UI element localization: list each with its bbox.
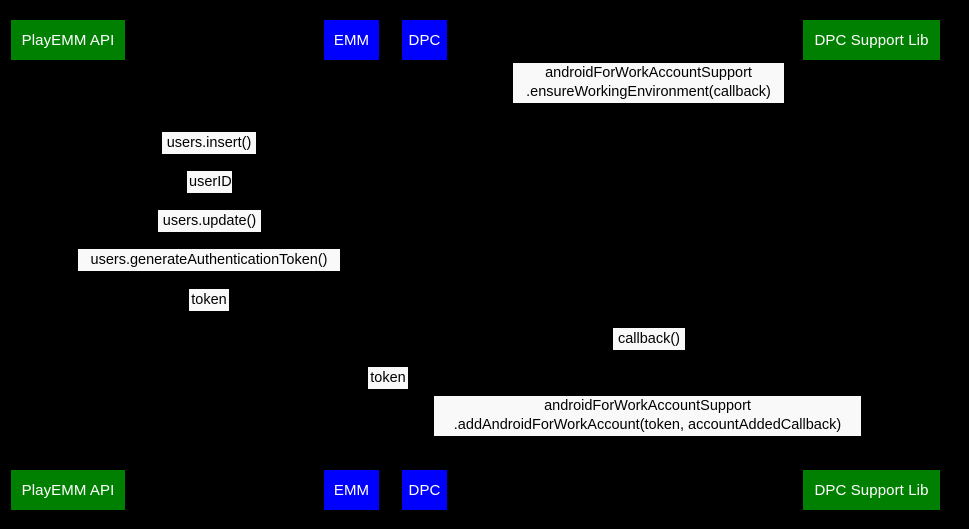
lifeline-header-playemm-api-label: PlayEMM API — [21, 31, 115, 49]
lifeline-footer-dpc-support-lib[interactable]: DPC Support Lib — [803, 470, 940, 510]
message-add-android-for-work-account[interactable]: androidForWorkAccountSupport .addAndroid… — [434, 396, 861, 436]
message-callback[interactable]: callback() — [613, 328, 685, 350]
lifeline-footer-emm[interactable]: EMM — [324, 470, 379, 510]
message-ensure-working-environment-line2: .ensureWorkingEnvironment(callback) — [526, 84, 771, 100]
message-token-upper[interactable]: token — [189, 289, 229, 311]
lifeline-header-emm[interactable]: EMM — [324, 20, 379, 60]
message-users-update[interactable]: users.update() — [158, 210, 261, 232]
message-add-android-for-work-account-line2: .addAndroidForWorkAccount(token, account… — [453, 417, 842, 433]
message-ensure-working-environment[interactable]: androidForWorkAccountSupport .ensureWork… — [513, 63, 784, 103]
message-add-android-for-work-account-line1: androidForWorkAccountSupport — [544, 398, 751, 414]
message-users-generate-authentication-token[interactable]: users.generateAuthenticationToken() — [78, 249, 340, 271]
lifeline-footer-emm-label: EMM — [333, 481, 370, 499]
message-token-lower-label: token — [370, 369, 406, 386]
message-users-update-label: users.update() — [162, 212, 257, 229]
lifeline-header-dpc[interactable]: DPC — [402, 20, 447, 60]
message-token-lower[interactable]: token — [368, 367, 408, 389]
lifeline-header-dpc-support-lib[interactable]: DPC Support Lib — [803, 20, 940, 60]
lifeline-footer-playemm-api-label: PlayEMM API — [21, 481, 115, 499]
message-users-insert-label: users.insert() — [166, 134, 252, 151]
lifeline-header-dpc-label: DPC — [408, 31, 441, 49]
message-users-insert[interactable]: users.insert() — [162, 132, 256, 154]
message-user-id-label: userID — [189, 173, 232, 190]
message-users-generate-authentication-token-label: users.generateAuthenticationToken() — [90, 251, 328, 268]
lifeline-footer-dpc[interactable]: DPC — [402, 470, 447, 510]
lifeline-header-playemm-api[interactable]: PlayEMM API — [11, 20, 125, 60]
lifeline-footer-dpc-support-lib-label: DPC Support Lib — [814, 481, 929, 499]
lifeline-footer-dpc-label: DPC — [408, 481, 441, 499]
message-callback-label: callback() — [617, 330, 681, 347]
lifeline-header-dpc-support-lib-label: DPC Support Lib — [814, 31, 929, 49]
lifeline-header-emm-label: EMM — [333, 31, 370, 49]
lifeline-footer-playemm-api[interactable]: PlayEMM API — [11, 470, 125, 510]
message-token-upper-label: token — [191, 291, 227, 308]
message-ensure-working-environment-line1: androidForWorkAccountSupport — [545, 65, 752, 81]
message-user-id[interactable]: userID — [187, 171, 232, 193]
